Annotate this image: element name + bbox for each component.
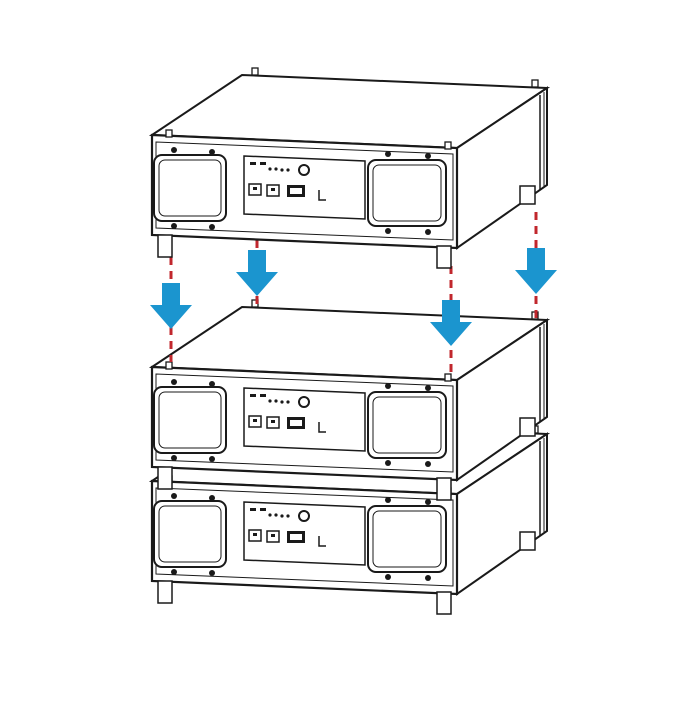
arrow-down-icon xyxy=(150,283,192,329)
battery-module-top xyxy=(150,66,549,270)
arrow-down-icon xyxy=(236,250,278,296)
arrow-down-icon xyxy=(515,248,557,294)
